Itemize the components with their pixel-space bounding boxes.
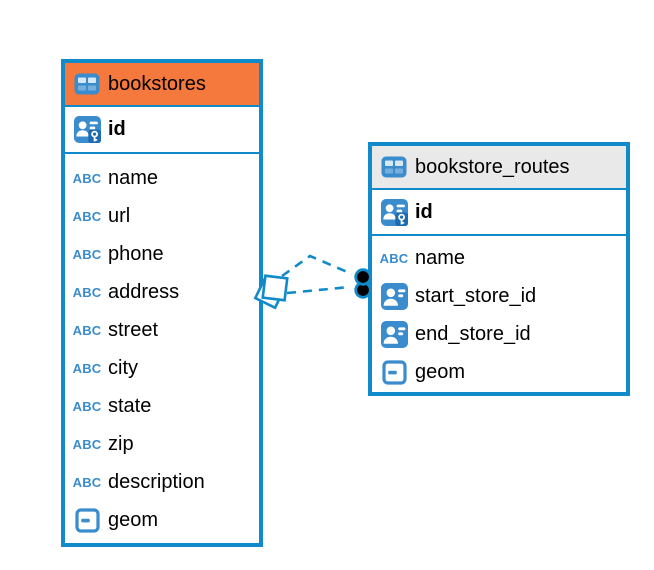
column-row[interactable]: end_store_id [372, 315, 626, 353]
text-type-icon: ABC [72, 360, 102, 376]
column-row[interactable]: ABC phone [65, 235, 259, 273]
column-name: phone [108, 242, 164, 265]
column-name: state [108, 394, 152, 417]
text-type-icon: ABC [72, 246, 102, 262]
column-name: id [108, 118, 126, 140]
text-type-icon: ABC [379, 250, 409, 266]
text-type-icon: ABC [72, 322, 102, 338]
primary-key-icon [72, 116, 102, 143]
entity-bookstore-routes[interactable]: bookstore_routes id ABC [368, 142, 630, 396]
table-icon [379, 156, 409, 178]
column-row[interactable]: start_store_id [372, 277, 626, 315]
column-row[interactable]: ABC name [372, 239, 626, 277]
entity-title: bookstores [108, 72, 206, 95]
text-type-icon: ABC [72, 208, 102, 224]
relationship-bookstores-to-routes[interactable] [253, 254, 372, 310]
column-name: address [108, 280, 180, 303]
geometry-type-icon [72, 507, 102, 533]
column-row[interactable]: id [372, 190, 626, 236]
column-row[interactable]: ABC state [65, 387, 259, 425]
entity-bookstores-header[interactable]: bookstores [65, 63, 259, 107]
column-name: name [108, 166, 159, 189]
geometry-type-icon [379, 359, 409, 385]
text-type-icon: ABC [72, 474, 102, 490]
column-name: geom [108, 508, 159, 531]
column-name: geom [415, 360, 466, 383]
column-name: url [108, 204, 131, 227]
column-name: id [415, 200, 433, 223]
foreign-key-icon [379, 282, 409, 310]
column-name: city [108, 356, 138, 379]
entity-bookstores-columns: ABC name ABC url ABC phone ABC address A… [65, 154, 259, 539]
column-name: name [415, 246, 466, 269]
entity-bookstore-routes-columns: ABC name start_store_id [372, 236, 626, 391]
text-type-icon: ABC [72, 436, 102, 452]
entity-bookstores[interactable]: bookstores id ABC [61, 59, 263, 547]
entity-title: bookstore_routes [415, 155, 570, 178]
column-row[interactable]: geom [372, 353, 626, 391]
column-row[interactable]: ABC name [65, 159, 259, 197]
primary-key-icon [379, 198, 409, 226]
column-row[interactable]: id [65, 107, 259, 154]
column-name: street [108, 318, 159, 341]
column-name: zip [108, 432, 134, 455]
foreign-key-icon [379, 320, 409, 348]
column-row[interactable]: ABC description [65, 463, 259, 501]
column-row[interactable]: ABC street [65, 311, 259, 349]
text-type-icon: ABC [72, 170, 102, 186]
column-row[interactable]: geom [65, 501, 259, 539]
text-type-icon: ABC [72, 398, 102, 414]
column-name: description [108, 470, 205, 493]
column-row[interactable]: ABC address [65, 273, 259, 311]
column-row[interactable]: ABC zip [65, 425, 259, 463]
relation-line-upper[interactable] [281, 254, 353, 278]
table-icon [72, 73, 102, 95]
column-name: start_store_id [415, 284, 537, 307]
column-name: end_store_id [415, 322, 531, 345]
column-row[interactable]: ABC city [65, 349, 259, 387]
text-type-icon: ABC [72, 284, 102, 300]
column-row[interactable]: ABC url [65, 197, 259, 235]
entity-bookstore-routes-header[interactable]: bookstore_routes [372, 146, 626, 190]
relation-line-lower[interactable] [286, 285, 351, 295]
